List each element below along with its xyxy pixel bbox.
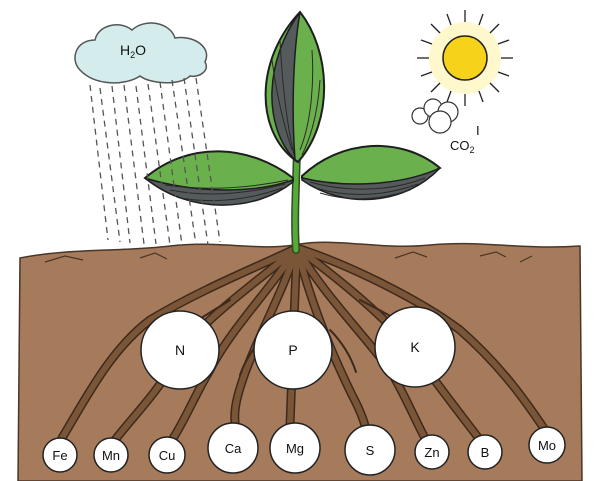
svg-text:Mg: Mg: [286, 441, 304, 456]
svg-text:S: S: [366, 443, 375, 458]
svg-text:Zn: Zn: [424, 445, 439, 460]
top-leaf: [266, 12, 325, 162]
rain-cloud: H2O: [75, 23, 207, 83]
major-nutrient: K: [375, 307, 455, 387]
co2-cloud: [412, 99, 458, 133]
minor-nutrient: Zn: [415, 435, 449, 469]
minor-nutrient: S: [345, 425, 395, 475]
left-leaf: [145, 151, 293, 205]
minor-nutrient: Mn: [94, 438, 128, 472]
svg-text:Fe: Fe: [52, 448, 67, 463]
sun-icon: [417, 10, 513, 106]
svg-text:Cu: Cu: [159, 448, 176, 463]
svg-text:N: N: [175, 342, 185, 358]
minor-nutrient: Mo: [529, 427, 565, 463]
svg-text:Mo: Mo: [538, 438, 556, 453]
svg-text:K: K: [410, 339, 420, 355]
major-nutrient: N: [141, 311, 219, 389]
minor-nutrient: Cu: [149, 437, 185, 473]
minor-nutrient: Ca: [208, 423, 258, 473]
svg-text:Mn: Mn: [102, 448, 120, 463]
minor-nutrient: Fe: [43, 438, 77, 472]
minor-nutrient: B: [468, 435, 502, 469]
co2-label: CO2: [450, 138, 475, 155]
svg-text:P: P: [288, 342, 297, 358]
light-label: I: [476, 123, 480, 138]
major-nutrient: P: [254, 311, 332, 389]
svg-text:B: B: [481, 445, 490, 460]
right-leaf: [302, 146, 440, 200]
svg-text:Ca: Ca: [225, 441, 242, 456]
minor-nutrient: Mg: [270, 423, 320, 473]
